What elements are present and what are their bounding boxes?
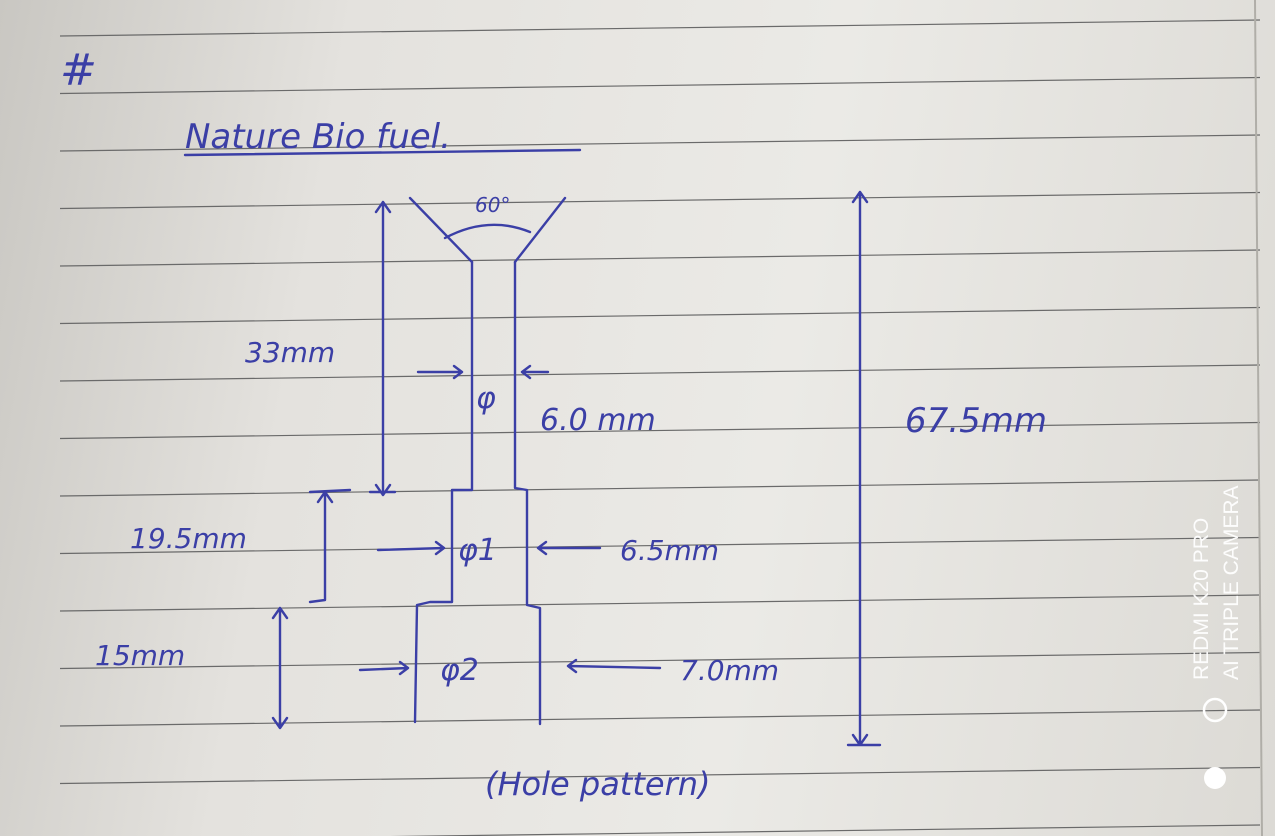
- phi-symbol: φ: [476, 381, 496, 416]
- ruled-line: [59, 364, 1261, 382]
- ruled-line: [59, 709, 1261, 727]
- angle-label: 60°: [475, 193, 510, 217]
- bottom-diameter-label: 7.0mm: [680, 654, 779, 687]
- mid-diameter-label: 6.5mm: [620, 534, 719, 567]
- ruled-line: [59, 249, 1261, 267]
- ruled-line: [59, 76, 1261, 95]
- diameter-arrows-mid: [376, 540, 602, 556]
- ruled-line: [59, 766, 1261, 785]
- ruled-line: [389, 824, 1261, 836]
- dimension-line-15mm: [271, 606, 289, 730]
- top-diameter-label: 6.0 mm: [540, 403, 656, 438]
- ruled-line: [59, 191, 1261, 210]
- page-edge: [1254, 0, 1263, 836]
- phi2-label: φ2: [440, 653, 479, 688]
- ruled-line: [59, 479, 1261, 497]
- title-underline: [183, 148, 582, 157]
- watermark-line1: REDMI K20 PRO: [1190, 518, 1213, 680]
- ruled-line: [59, 594, 1261, 612]
- phi1-label: φ1: [458, 533, 497, 568]
- watermark-dot-outline-icon: [1202, 697, 1228, 723]
- ruled-line: [59, 306, 1261, 325]
- total-length-label: 67.5mm: [905, 401, 1047, 441]
- diameter-arrows-bottom: [358, 658, 662, 676]
- bottom-length-label: 15mm: [95, 639, 185, 672]
- ruled-lines: [59, 19, 1261, 836]
- caption: (Hole pattern): [485, 765, 711, 803]
- hash-mark: #: [60, 45, 97, 96]
- ruled-line: [59, 19, 1261, 37]
- ruled-line: [59, 134, 1261, 152]
- hole-left-profile: [413, 260, 474, 724]
- hole-right-profile: [513, 260, 542, 726]
- camera-watermark: REDMI K20 PRO AI TRIPLE CAMERA: [1190, 486, 1243, 681]
- ruled-line: [59, 651, 1261, 670]
- countersink-outline: [408, 196, 567, 264]
- watermark-line2: AI TRIPLE CAMERA: [1220, 486, 1243, 681]
- watermark-dot-filled-icon: [1204, 767, 1226, 789]
- dimension-line-67-5mm: [846, 190, 882, 747]
- title-text: Nature Bio fuel.: [185, 117, 451, 157]
- mid-length-label: 19.5mm: [130, 522, 247, 555]
- diameter-arrows-top: [416, 364, 550, 380]
- top-length-label: 33mm: [245, 336, 335, 369]
- dimension-line-33mm: [368, 200, 397, 497]
- dimension-line-19-5mm: [308, 488, 352, 604]
- ruled-line: [59, 421, 1261, 440]
- ruled-line: [59, 536, 1261, 555]
